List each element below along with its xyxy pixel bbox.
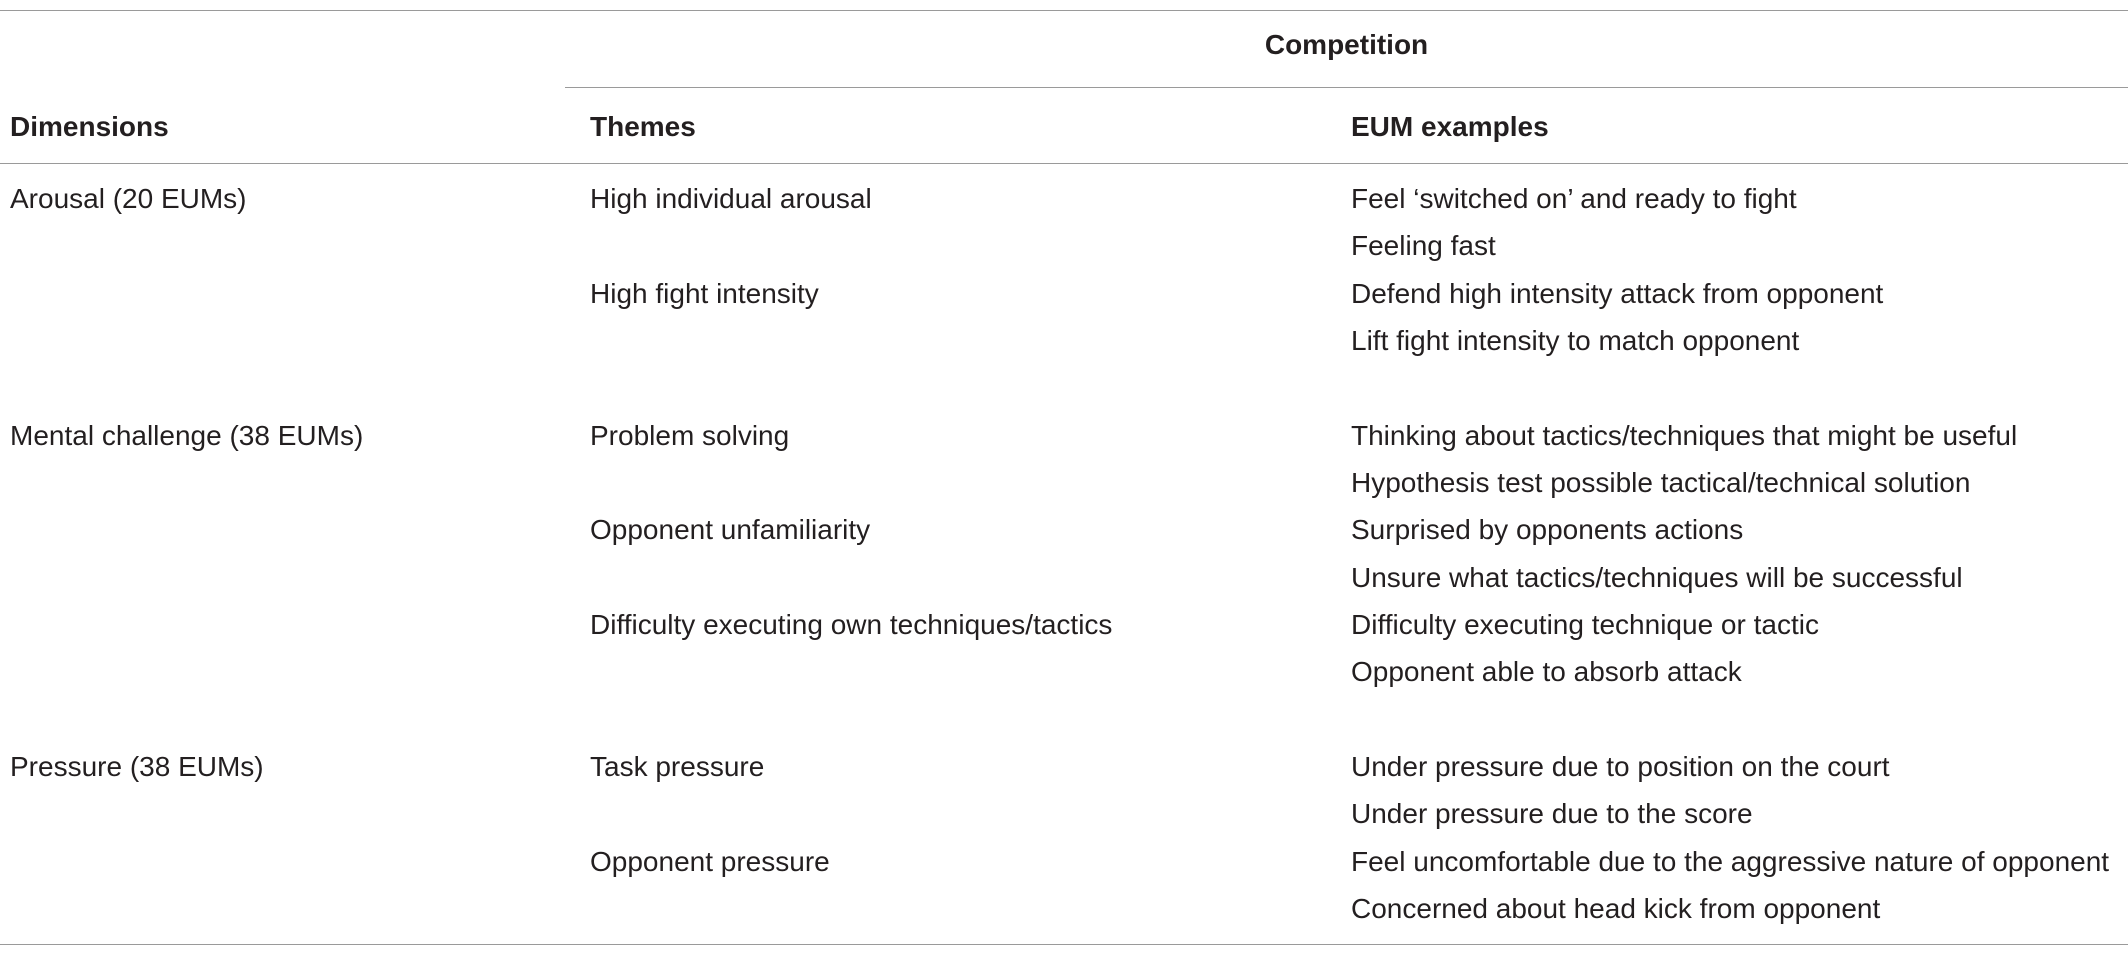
column-header-dimensions: Dimensions	[10, 111, 169, 142]
example-cell: Opponent able to absorb attack	[1351, 656, 1742, 687]
theme-cell: Opponent pressure	[590, 846, 830, 877]
example-cell: Feel uncomfortable due to the aggressive…	[1351, 846, 2110, 877]
example-cell: Unsure what tactics/techniques will be s…	[1351, 562, 1963, 593]
example-cell: Thinking about tactics/techniques that m…	[1351, 420, 2018, 451]
example-cell: Feeling fast	[1351, 230, 1496, 261]
theme-cell: Task pressure	[590, 751, 765, 782]
group-header-rule	[565, 87, 2128, 88]
theme-cell: Difficulty executing own techniques/tact…	[590, 609, 1113, 640]
theme-cell: Opponent unfamiliarity	[590, 514, 871, 545]
theme-cell: High individual arousal	[590, 183, 872, 214]
theme-cell: High fight intensity	[590, 278, 819, 309]
example-cell: Lift fight intensity to match opponent	[1351, 325, 1800, 356]
example-cell: Difficulty executing technique or tactic	[1351, 609, 1819, 640]
example-cell: Under pressure due to position on the co…	[1351, 751, 1890, 782]
group-header-competition: Competition	[1264, 29, 1429, 60]
example-cell: Feel ‘switched on’ and ready to fight	[1351, 183, 1797, 214]
example-cell: Under pressure due to the score	[1351, 798, 1753, 829]
example-cell: Surprised by opponents actions	[1351, 514, 1744, 545]
header-rule	[0, 163, 2128, 164]
dimension-cell: Pressure (38 EUMs)	[10, 751, 264, 782]
column-header-examples: EUM examples	[1351, 111, 1549, 142]
theme-cell: Problem solving	[590, 420, 790, 451]
bottom-rule	[0, 944, 2128, 945]
example-cell: Defend high intensity attack from oppone…	[1351, 278, 1884, 309]
dimension-cell: Mental challenge (38 EUMs)	[10, 420, 364, 451]
dimension-cell: Arousal (20 EUMs)	[10, 183, 247, 214]
example-cell: Concerned about head kick from opponent	[1351, 893, 1881, 924]
top-rule	[0, 10, 2128, 11]
column-header-themes: Themes	[590, 111, 696, 142]
example-cell: Hypothesis test possible tactical/techni…	[1351, 467, 1971, 498]
